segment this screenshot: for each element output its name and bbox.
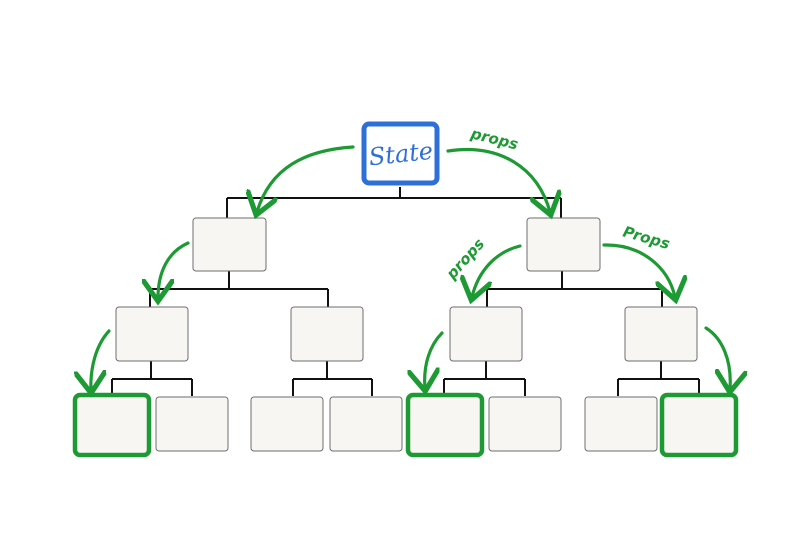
props-arrow-l2-4-leaf [704, 326, 730, 389]
tree-node-l2-4 [624, 306, 698, 362]
tree-node-l2-3 [449, 306, 523, 362]
connector-root [226, 187, 562, 218]
props-arrows [91, 145, 730, 390]
connector-left-l1 [149, 271, 329, 307]
connector-l2-d [617, 361, 700, 396]
leaf-node-6 [488, 396, 562, 452]
tree-connectors [111, 187, 700, 396]
props-arrow-root-right [446, 148, 550, 212]
connector-l2-c [443, 361, 526, 396]
tree-node-l2-1 [115, 306, 189, 362]
props-arrow-l1-left-down [158, 241, 190, 298]
state-label: State [367, 137, 434, 172]
leaf-node-2 [155, 396, 229, 452]
props-arrow-l1-right-left [472, 244, 522, 297]
props-arrow-l2-1-leaf [91, 329, 111, 390]
leaf-node-7 [584, 396, 658, 452]
tree-node-l2-2 [290, 306, 364, 362]
leaf-node-5-highlighted [405, 392, 485, 458]
tree-node-l1-right [526, 217, 601, 272]
connector-l2-a [111, 361, 193, 396]
leaf-node-4 [329, 396, 403, 452]
tree-node-l1-left [192, 217, 267, 272]
props-arrow-l2-3-leaf [425, 331, 444, 388]
props-arrow-l1-right-right [602, 243, 675, 297]
leaf-node-1-highlighted [72, 392, 152, 458]
state-root-node [361, 121, 440, 186]
leaf-node-3 [250, 396, 324, 452]
connector-right-l1 [486, 271, 663, 307]
connector-l2-b [292, 361, 373, 396]
leaf-node-8-highlighted [659, 392, 739, 458]
props-arrow-root-left [257, 145, 355, 212]
